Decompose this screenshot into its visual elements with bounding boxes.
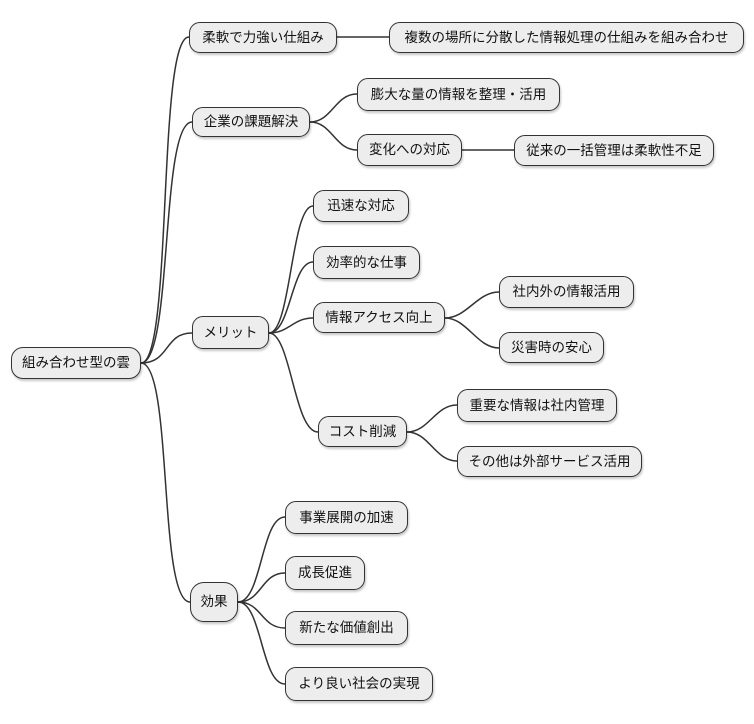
edge-problem-organize <box>309 93 358 123</box>
node-organize-information: 膨大な量の情報を整理・活用 <box>357 78 560 111</box>
node-flexible-mechanism: 柔軟で力強い仕組み <box>189 22 337 53</box>
node-business-acceleration: 事業展開の加速 <box>285 501 408 534</box>
edge-root-flexible <box>140 36 190 364</box>
node-distributed-combination: 複数の場所に分散した情報処理の仕組みを組み合わせ <box>389 22 744 53</box>
node-growth-promotion: 成長促進 <box>285 556 365 590</box>
node-information-access: 情報アクセス向上 <box>313 302 445 333</box>
edge-effect-society <box>237 601 286 685</box>
node-legacy-inflexible: 従来の一括管理は柔軟性不足 <box>514 135 714 166</box>
edge-root-effect <box>140 362 191 603</box>
edge-merit-efficient <box>268 261 314 334</box>
node-corporate-problem-solving: 企業の課題解決 <box>192 107 310 137</box>
node-important-internal: 重要な情報は社内管理 <box>457 389 617 422</box>
edge-root-merit <box>140 332 193 364</box>
edge-problem-adapt <box>309 121 358 151</box>
node-root: 組み合わせ型の雲 <box>11 347 141 379</box>
edge-cost-important <box>406 404 458 433</box>
edge-effect-new-value <box>237 601 286 629</box>
node-quick-response: 迅速な対応 <box>313 190 409 222</box>
edge-effect-growth <box>237 572 286 603</box>
node-cost-reduction: コスト削減 <box>318 416 407 447</box>
node-new-value-creation: 新たな価値創出 <box>285 611 408 645</box>
node-merit: メリット <box>192 316 269 349</box>
node-better-society: より良い社会の実現 <box>285 667 433 701</box>
edge-access-disaster <box>444 317 500 349</box>
node-others-external-service: その他は外部サービス活用 <box>457 446 642 477</box>
node-disaster-safety: 災害時の安心 <box>499 332 604 363</box>
edge-merit-cost <box>268 332 319 433</box>
node-adapt-to-change: 変化への対応 <box>357 134 462 166</box>
edge-access-internal-external <box>444 291 500 319</box>
edge-cost-others <box>406 431 458 462</box>
node-effect: 効果 <box>190 582 238 622</box>
edge-effect-business <box>237 516 286 603</box>
edge-merit-quick <box>268 205 314 334</box>
edge-root-problem-solving <box>140 121 193 364</box>
node-internal-external-info: 社内外の情報活用 <box>499 276 634 308</box>
edge-merit-access <box>268 317 314 334</box>
node-efficient-work: 効率的な仕事 <box>313 246 420 279</box>
